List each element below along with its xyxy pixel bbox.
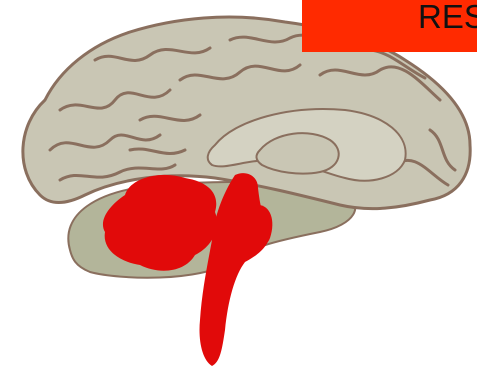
banner-text: RES [418,0,477,33]
title-banner: RES [302,0,477,52]
